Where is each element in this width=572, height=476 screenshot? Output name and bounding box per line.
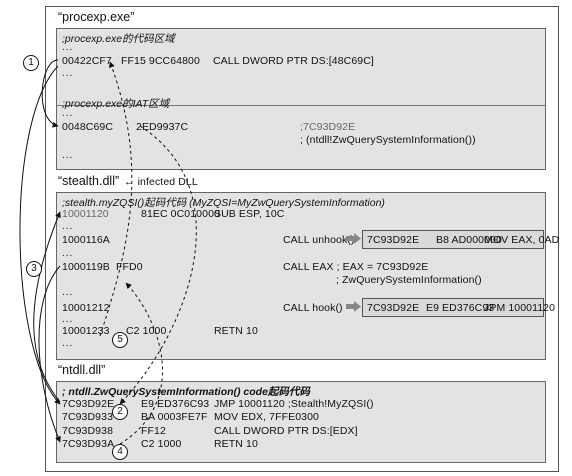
procexp-module-title: “procexp.exe” [58,10,135,24]
ntdll-line-bytes: BA 0003FE7F [141,411,208,423]
step-marker-3: 3 [26,261,42,277]
iat-entry-function: ; (ntdll!ZwQuerySystemInformation()) [300,134,476,146]
stealth-line1-bytes: 81EC 0C010000 [141,208,220,220]
stealth-line5-bytes: C2 1000 [126,325,167,337]
stealth-line4-address: 10001212 [62,302,110,314]
ntdll-line-bytes: C2 1000 [141,438,182,450]
iat-entry-value: 2ED9937C [136,121,189,133]
step-marker-2: 2 [112,404,128,420]
stealth-line3-address: 1000119B [62,261,110,273]
hook-result-box [362,298,544,317]
stealth-module-title: “stealth.dll” [58,174,120,188]
unhook-box-bytes: B8 AD000000 [436,234,502,246]
ntdll-line-address: 7C93D933 [62,411,114,423]
ntdll-line-address: 7C93D93A [62,438,115,450]
ellipsis: ... [62,338,74,349]
ntdll-line-instruction: CALL DWORD PTR DS:[EDX] [214,425,358,437]
hook-box-address: 7C93D92E [367,302,420,314]
call-eax-comment: ; ZwQuerySystemInformation() [336,274,482,286]
ellipsis: ... [62,314,74,325]
step-marker-4: 4 [112,444,128,460]
ellipsis: ... [62,68,74,79]
ntdll-code-header: ; ntdll.ZwQuerySystemInformation() code起… [62,386,310,398]
ellipsis: ... [62,150,74,161]
unhook-box-address: 7C93D92E [367,234,420,246]
stealth-line5-address: 10001233 [62,325,110,337]
procexp-call-bytes: FF15 9CC64800 [121,55,200,67]
ellipsis: ... [62,287,74,298]
ntdll-line-instruction: RETN 10 [214,438,258,450]
ntdll-line-instruction: MOV EDX, 7FFE0300 [214,411,319,423]
ellipsis: ... [62,42,74,53]
call-unhook-instruction: CALL unhook() [283,234,355,246]
procexp-code-region [57,29,545,106]
procexp-call-address: 00422CF7 [62,55,112,67]
ntdll-line-address: 7C93D92E [62,398,115,410]
ntdll-line-bytes: FF12 [141,425,166,437]
procexp-code-header: ;procexp.exe的代码区域 [62,33,175,45]
ntdll-line-instruction: JMP 10001120 ;Stealth!MyZQSI() [214,398,374,410]
procexp-call-instruction: CALL DWORD PTR DS:[48C69C] [213,55,374,67]
infected-dll-note: ← infected DLL [124,176,198,188]
step-marker-5: 5 [112,332,128,348]
iat-entry-address: 0048C69C [62,121,114,133]
stealth-line2-address: 1000116A [62,234,110,246]
stealth-line1-address: 10001120 [62,208,109,220]
procexp-iat-header: ;procexp.exe的IAT区域 [62,98,170,110]
ntdll-line-address: 7C93D938 [62,425,114,437]
hook-box-instruction: JPM 10001120 [484,302,556,314]
unhook-result-box [362,230,544,249]
ntdll-module-title: “ntdll.dll” [58,363,106,377]
ntdll-line-bytes: E9 ED376C93 [141,398,210,410]
iat-entry-comment: ;7C93D92E [300,121,356,133]
unhook-box-instruction: MOV EAX, 0AD [484,234,560,246]
step-marker-1: 1 [23,55,39,71]
stealth-line5-instruction: RETN 10 [214,325,258,337]
call-hook-instruction: CALL hook() [283,302,343,314]
ellipsis: ... [62,221,74,232]
ellipsis: ... [62,248,74,259]
call-eax-instruction: CALL EAX ; EAX = 7C93D92E [283,261,429,273]
stealth-line1-instruction: SUB ESP, 10C [214,208,285,220]
hook-box-bytes: E9 ED376C93 [426,302,495,314]
ellipsis: ... [62,108,74,119]
stealth-line3-bytes: FFD0 [116,261,143,273]
